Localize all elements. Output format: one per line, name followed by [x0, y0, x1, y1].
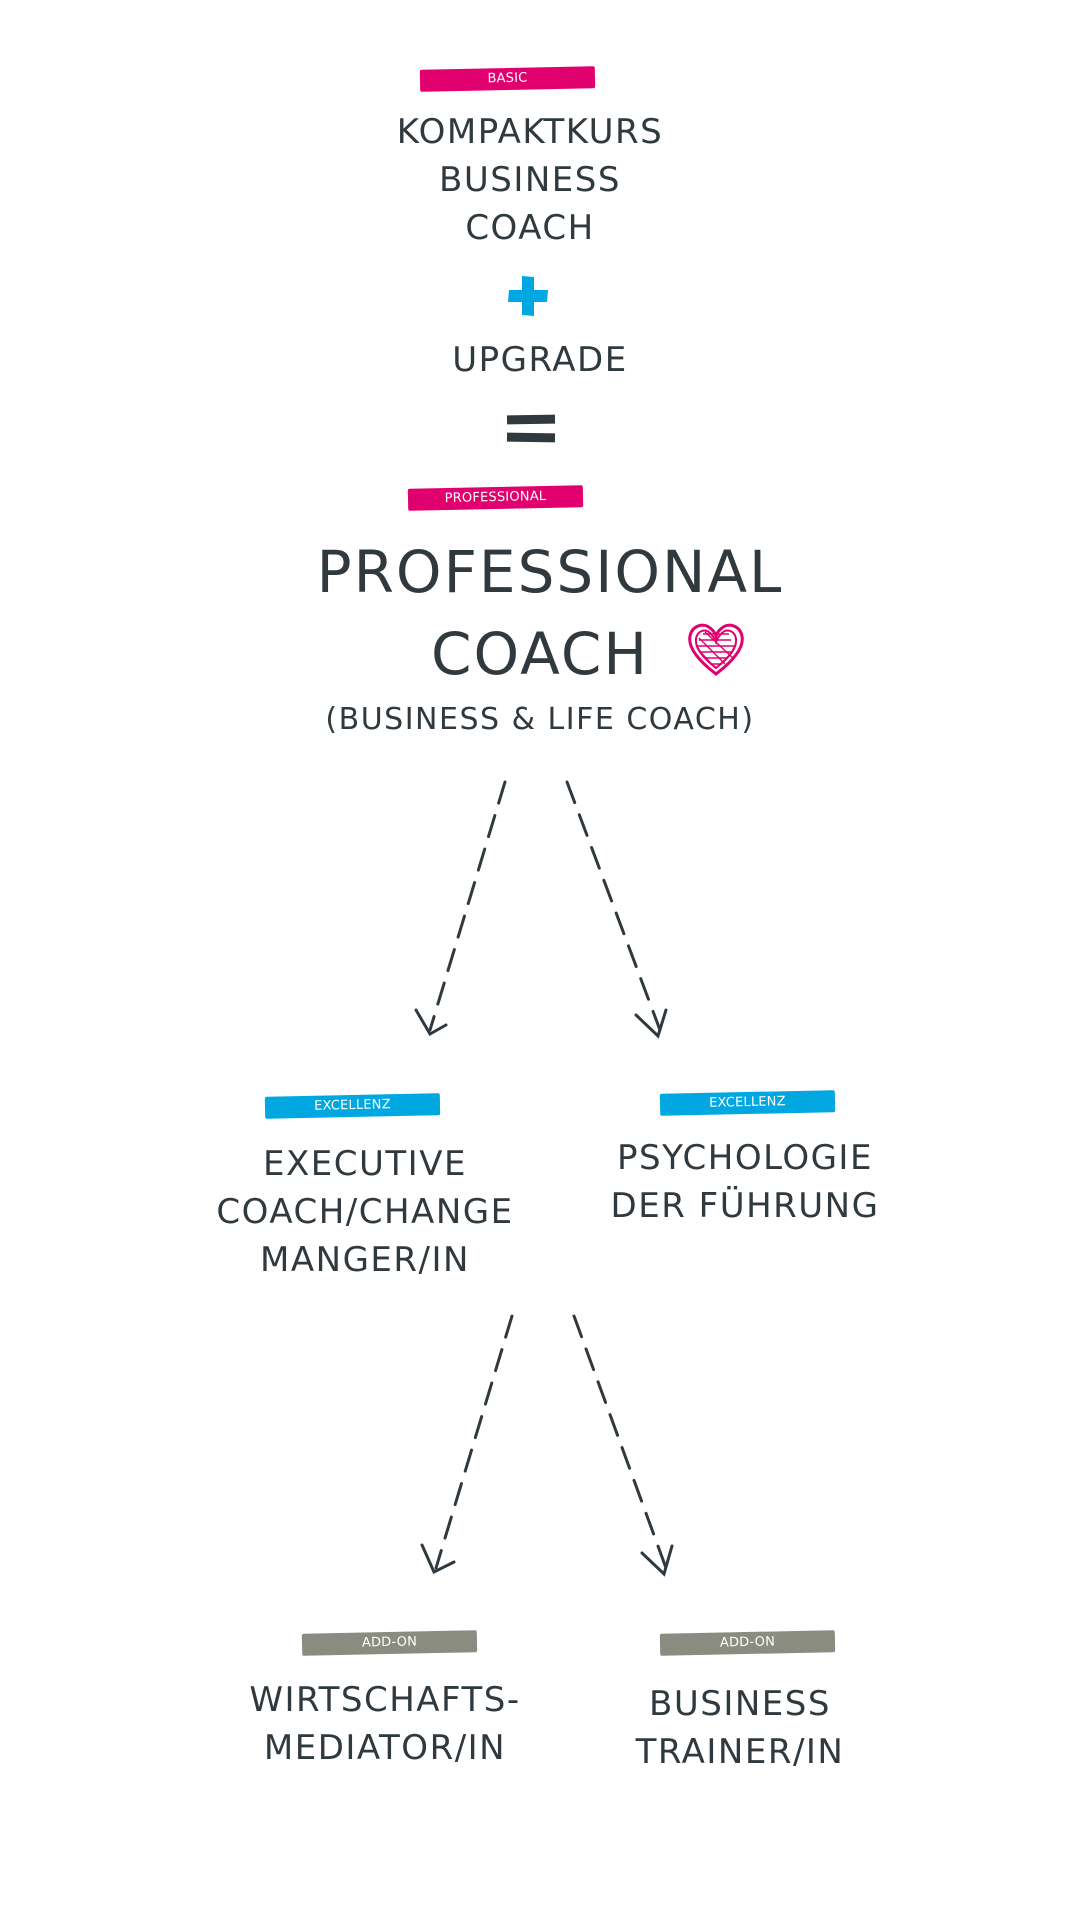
arrow-line-left-1 — [428, 780, 507, 1032]
excellenz-left-tag: EXCELLENZ — [264, 1093, 441, 1119]
addon-right-title: BUSINESS TRAINER/IN — [635, 1684, 845, 1772]
excellenz-left-title: EXECUTIVE COACH/CHANGE MANGER/IN — [216, 1144, 514, 1280]
excellenz-right-title: PSYCHOLOGIE DER FÜHRUNG — [610, 1138, 880, 1226]
basic-course-title: KOMPAKTKURS BUSINESS COACH — [396, 112, 664, 248]
excellenz-right-tag: EXCELLENZ — [659, 1090, 836, 1116]
addon-left-tag: ADD-ON — [301, 1630, 478, 1656]
arrowhead-right-1 — [634, 1008, 668, 1039]
professional-subtitle: (BUSINESS & LIFE COACH) — [325, 702, 755, 737]
arrow-line-left-2 — [434, 1314, 514, 1570]
addon-left-title: WIRTSCHAFTS- MEDIATOR/IN — [249, 1680, 521, 1768]
arrowhead-left-2 — [420, 1543, 456, 1575]
addon-right-tag: ADD-ON — [659, 1630, 836, 1656]
upgrade-title: UPGRADE — [452, 340, 628, 380]
arrow-line-right-1 — [565, 780, 662, 1032]
arrow-line-right-2 — [572, 1314, 668, 1570]
professional-title-line1: PROFESSIONAL — [316, 538, 784, 606]
arrowhead-right-2 — [640, 1544, 674, 1577]
arrowhead-left-1 — [414, 1008, 448, 1037]
equals-icon — [506, 414, 556, 443]
heart-icon — [688, 623, 744, 676]
plus-icon — [508, 276, 548, 316]
professional-title-line2: COACH — [431, 620, 649, 688]
